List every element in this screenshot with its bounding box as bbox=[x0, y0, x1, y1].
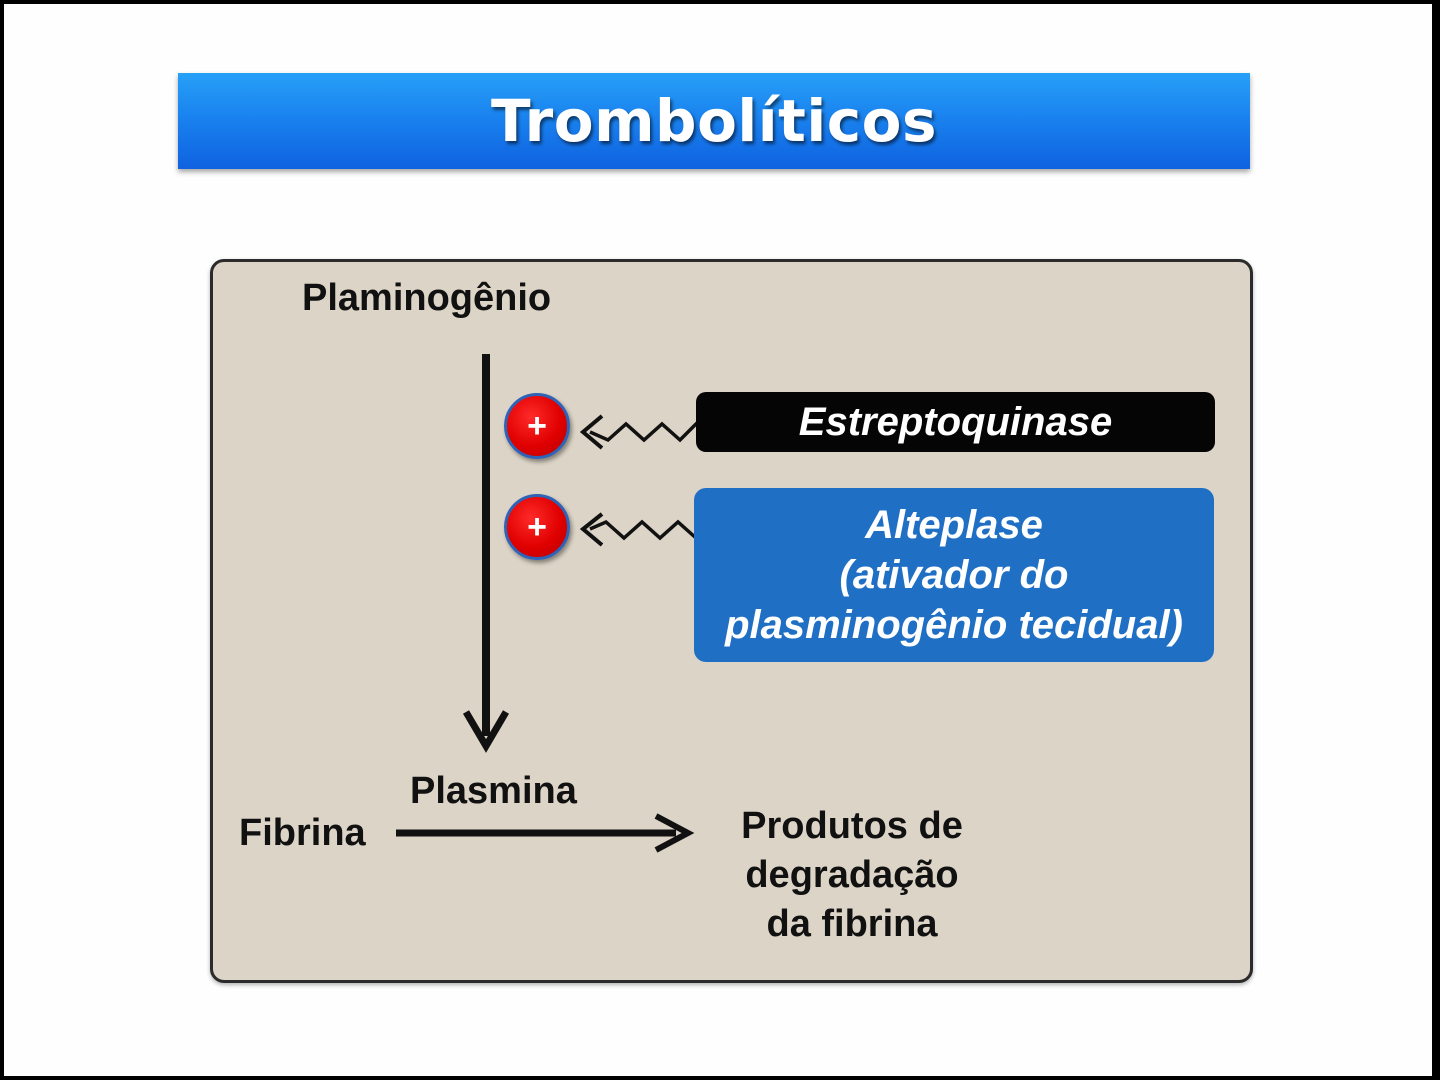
products-line: da fibrina bbox=[712, 900, 992, 949]
alteplase-label-line: (ativador do bbox=[840, 550, 1069, 600]
alteplase-label-line: plasminogênio tecidual) bbox=[725, 600, 1183, 650]
activation-plus-icon: + bbox=[504, 393, 570, 459]
products-line: Produtos de bbox=[712, 802, 992, 851]
activation-plus-symbol: + bbox=[527, 409, 547, 443]
degradation-products-label: Produtos de degradação da fibrina bbox=[712, 802, 992, 949]
plasmin-label: Plasmina bbox=[410, 772, 577, 810]
streptokinase-box: Estreptoquinase bbox=[696, 392, 1215, 452]
alteplase-box: Alteplase (ativador do plasminogênio tec… bbox=[694, 488, 1214, 662]
alteplase-label-line: Alteplase bbox=[865, 500, 1043, 550]
alteplase-activation-zigzag bbox=[590, 522, 696, 538]
streptokinase-activation-zigzag bbox=[590, 422, 698, 440]
fibrin-label: Fibrina bbox=[239, 814, 366, 852]
activation-plus-symbol: + bbox=[527, 510, 547, 544]
products-line: degradação bbox=[712, 851, 992, 900]
streptokinase-label: Estreptoquinase bbox=[799, 400, 1112, 445]
activation-plus-icon: + bbox=[504, 494, 570, 560]
plasminogen-label: Plaminogênio bbox=[302, 279, 551, 317]
